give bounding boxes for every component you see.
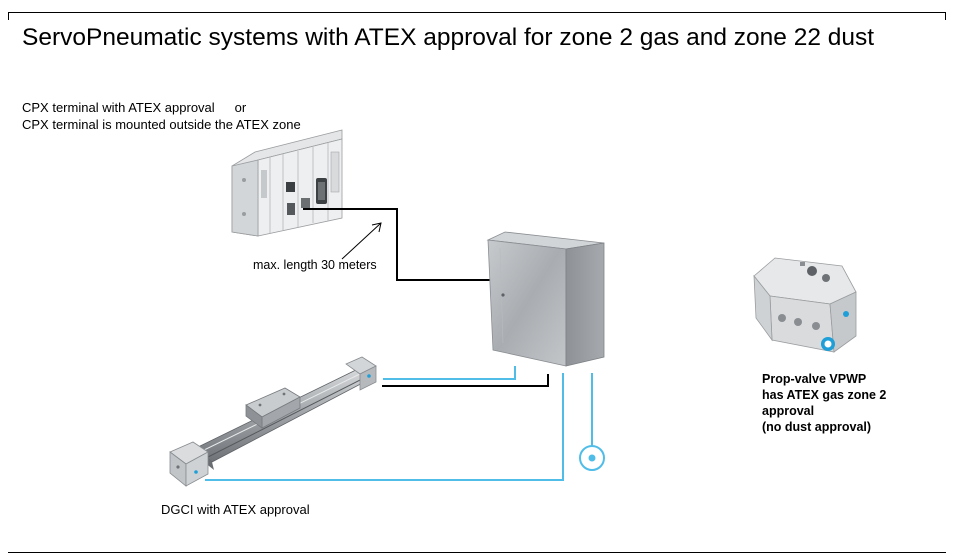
cpx-label-or: or [234, 100, 247, 115]
slide-frame-bottom [8, 552, 946, 553]
electric-cable-cpx [303, 208, 490, 281]
linear-drive-icon [169, 356, 377, 487]
cpx-label-line-1: CPX terminal with ATEX approval [22, 100, 215, 115]
prop-valve-label-line-2: has ATEX gas zone 2 [762, 388, 887, 402]
prop-valve-icon [753, 257, 857, 353]
prop-valve-label-line-4: (no dust approval) [762, 420, 872, 434]
air-supply-icon [579, 445, 605, 471]
prop-valve-label-line-1: Prop-valve VPWP [762, 372, 867, 386]
pneumatic-tube-2 [205, 373, 564, 481]
cpx-terminal-icon [231, 129, 343, 237]
arrow-icon [341, 222, 382, 260]
cable-length-label: max. length 30 meters [253, 258, 377, 272]
dgci-label: DGCI with ATEX approval [161, 502, 310, 517]
cpx-label-line-2: CPX terminal is mounted outside the ATEX… [22, 117, 301, 132]
prop-valve-label-line-3: approval [762, 404, 815, 418]
electric-cable-dgci [382, 374, 549, 387]
slide-title: ServoPneumatic systems with ATEX approva… [22, 24, 875, 51]
cpx-terminal-label: CPX terminal with ATEX approval or CPX te… [22, 99, 301, 133]
pneumatic-tube-1 [383, 366, 516, 380]
control-cabinet-icon [486, 231, 605, 367]
slide-frame-top [8, 12, 946, 20]
prop-valve-label: Prop-valve VPWP has ATEX gas zone 2 appr… [762, 371, 886, 435]
